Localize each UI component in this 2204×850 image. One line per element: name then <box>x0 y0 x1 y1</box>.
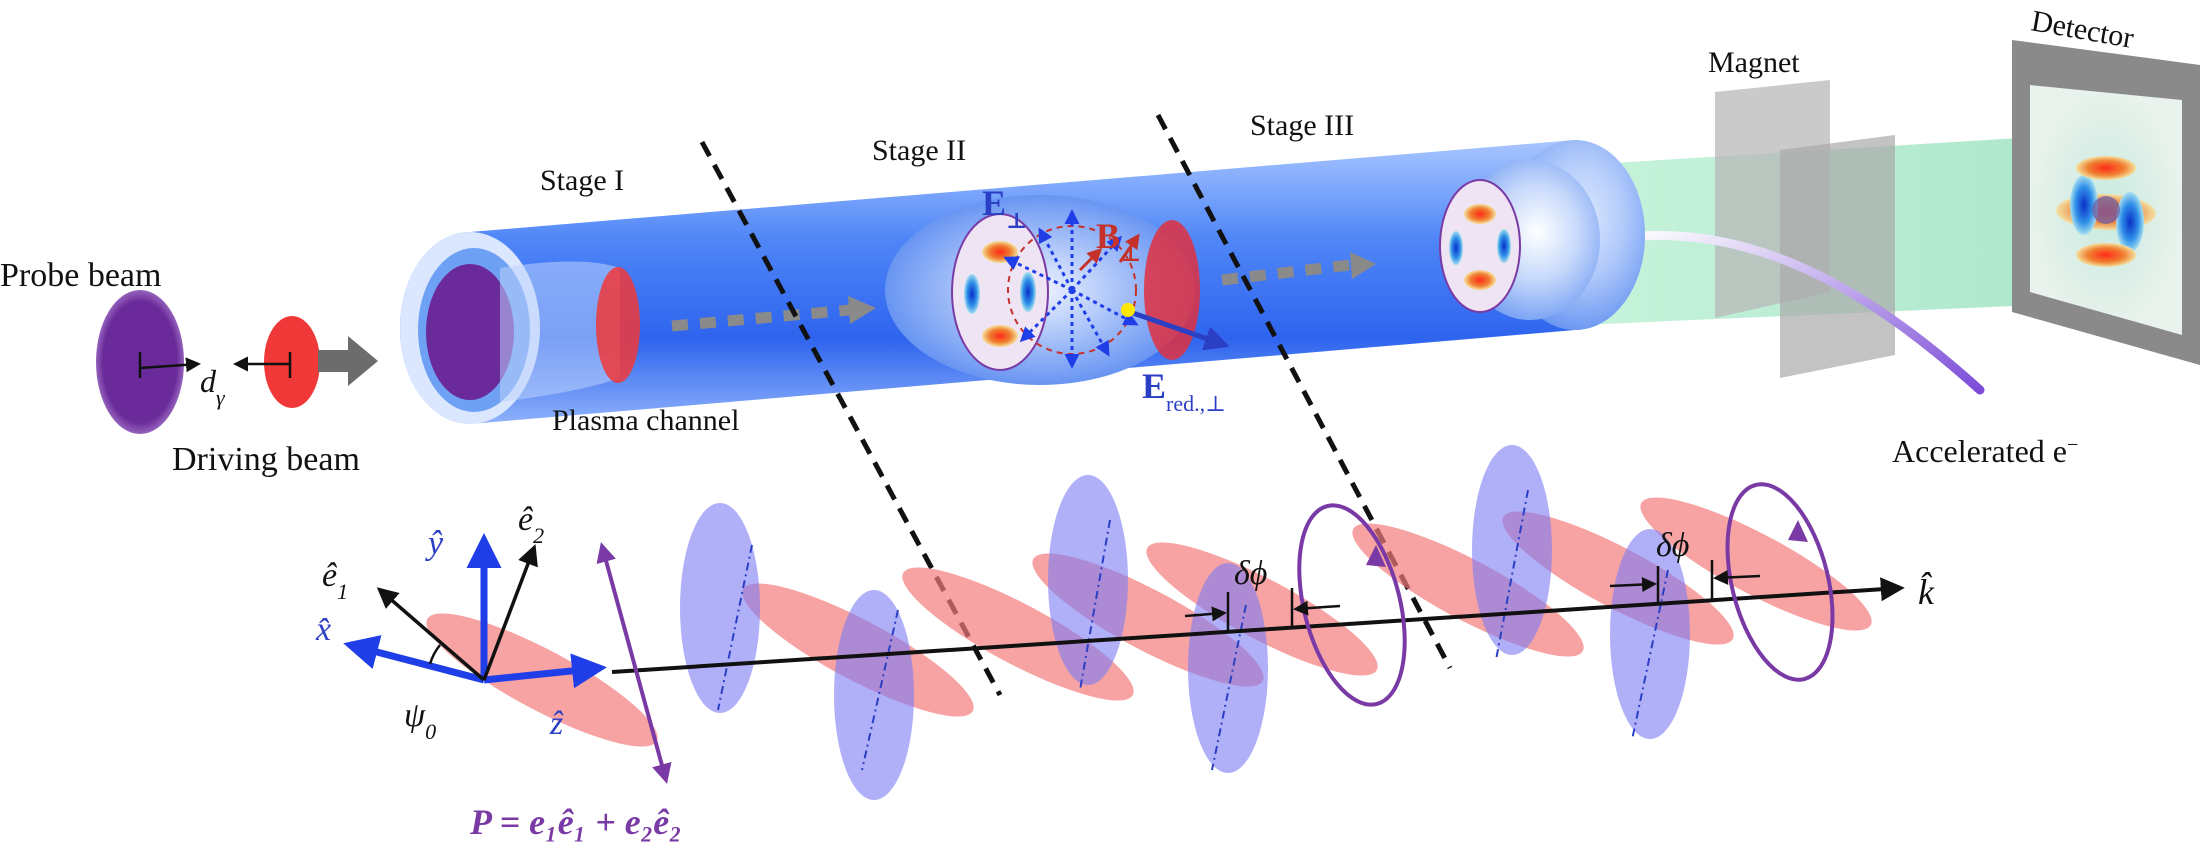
detector-lobe-right <box>2116 192 2144 252</box>
magnet <box>1715 80 1895 378</box>
probe-beam-label: Probe beam <box>0 257 161 294</box>
driving-beam <box>264 316 320 408</box>
e-perp-label: E⊥ <box>982 183 1027 233</box>
stage3-label: Stage III <box>1250 109 1354 142</box>
delta-phi-label-1: δϕ <box>1234 555 1267 592</box>
stage2-label: Stage II <box>872 134 966 167</box>
wave-diagram <box>426 445 1905 800</box>
beam-direction-arrow <box>318 336 378 386</box>
stage3-bubble <box>1439 160 1600 320</box>
propagation-arrows <box>671 259 1351 332</box>
y-axis-label: ŷ <box>425 525 444 562</box>
z-axis-label: ẑ <box>549 705 564 742</box>
separation-marker <box>138 352 292 378</box>
coordinate-frame <box>343 533 607 689</box>
x-axis-label: x̂ <box>315 611 331 648</box>
k-label: k̂ <box>1918 571 1935 612</box>
e-red-label: Ered.,⊥ <box>1142 366 1226 416</box>
stage1-label: Stage I <box>540 164 624 197</box>
detector-lobe-upper <box>2076 156 2136 180</box>
delta-phi-label-2: δϕ <box>1656 527 1689 564</box>
electron-trajectory <box>1615 230 1985 395</box>
detector-lobe-lower <box>2076 243 2136 267</box>
driving-beam-label: Driving beam <box>172 441 360 478</box>
detector-lobe-left <box>2070 175 2098 235</box>
separation-label: dγ <box>200 363 226 410</box>
plasma-channel-label: Plasma channel <box>552 404 739 437</box>
psi-label: ψ0 <box>404 697 436 744</box>
detector <box>2012 40 2200 365</box>
magnet-label: Magnet <box>1708 46 1800 79</box>
e2-axis-label: ê2 <box>518 501 544 548</box>
e1-axis-label: ê1 <box>322 557 348 604</box>
polarization-label: P = e₁ê₁ + e₂ê₂ <box>469 802 682 842</box>
stage2-bubble <box>885 195 1230 385</box>
electrons-label: Accelerated e− <box>1892 433 2078 469</box>
b-perp-label: B⊥ <box>1096 216 1141 266</box>
